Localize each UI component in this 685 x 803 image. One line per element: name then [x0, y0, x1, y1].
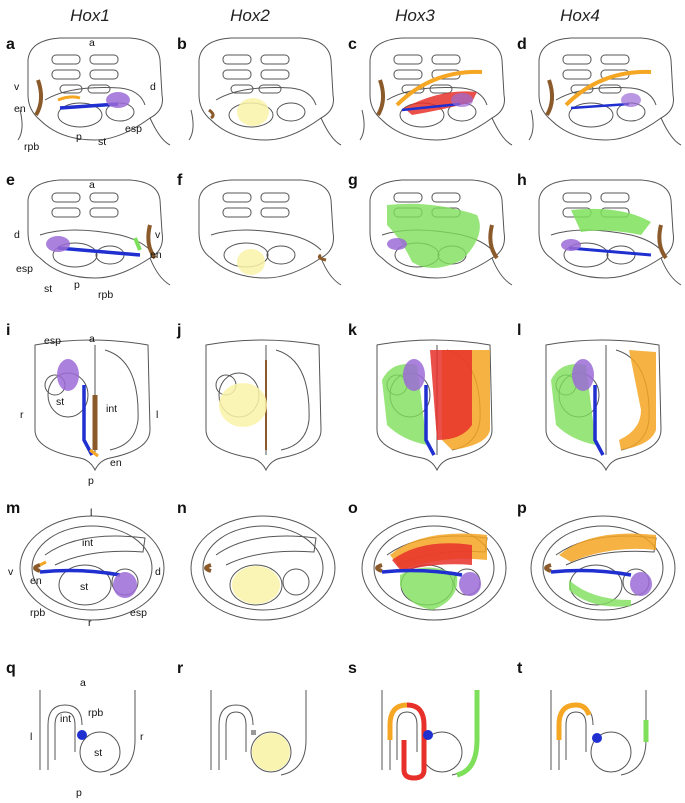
label-a-d: d: [150, 81, 156, 93]
column-title-hox2: Hox2: [230, 6, 270, 25]
panel-letter-o: o: [348, 500, 358, 517]
panel-letter-e: e: [6, 172, 15, 189]
label-i-en: en: [110, 457, 122, 469]
panel-a-diagram: [17, 37, 171, 146]
label-m-l: l: [90, 507, 92, 519]
panel-k-diagram: [376, 339, 493, 471]
panel-p-diagram: [530, 515, 676, 621]
label-m-rpb: rpb: [30, 607, 45, 619]
label-q-int: int: [60, 713, 71, 725]
panel-s-diagram: [381, 689, 480, 781]
panel-m-diagram: [19, 515, 165, 621]
panel-letter-k: k: [348, 322, 357, 339]
label-m-st: st: [80, 581, 88, 593]
label-a-en: en: [14, 103, 26, 115]
label-q-r: r: [140, 731, 144, 743]
label-q-l: l: [30, 731, 32, 743]
panel-letter-g: g: [348, 172, 358, 189]
label-e-rpb: rpb: [98, 289, 113, 301]
label-a-p: p: [76, 131, 82, 143]
label-m-d: d: [155, 566, 161, 578]
label-e-en: en: [150, 249, 162, 261]
panel-g-diagram: [369, 179, 513, 286]
panel-r-diagram: [210, 689, 307, 776]
label-e-p: p: [74, 279, 80, 291]
panel-letter-n: n: [177, 500, 187, 517]
column-title-hox3: Hox3: [395, 6, 435, 25]
label-a-rpb: rpb: [24, 141, 39, 153]
column-title-hox4: Hox4: [560, 6, 600, 25]
panel-e-diagram: [27, 179, 171, 286]
panel-h-diagram: [538, 179, 682, 286]
panel-b-diagram: [188, 37, 342, 146]
label-e-st: st: [44, 283, 52, 295]
panel-letter-l: l: [517, 322, 522, 339]
label-a-st: st: [98, 136, 106, 148]
label-m-esp: esp: [130, 607, 147, 619]
label-m-int: int: [82, 537, 93, 549]
label-i-st: st: [56, 396, 64, 408]
label-i-int: int: [106, 403, 117, 415]
label-e-a: a: [89, 179, 95, 191]
panel-c-diagram: [359, 37, 513, 146]
label-m-en: en: [30, 575, 42, 587]
panel-j-diagram: [205, 339, 322, 471]
label-i-l: l: [156, 409, 158, 421]
panel-letter-d: d: [517, 36, 527, 53]
panel-letter-m: m: [6, 500, 21, 517]
panel-letter-s: s: [348, 660, 357, 677]
panel-letter-f: f: [177, 172, 183, 189]
label-m-r: r: [88, 617, 92, 629]
panel-letter-q: q: [6, 660, 16, 677]
panel-d-diagram: [528, 37, 682, 146]
label-a-esp: esp: [125, 123, 142, 135]
panel-letter-r: r: [177, 660, 184, 677]
label-q-st: st: [94, 747, 102, 759]
label-e-d: d: [14, 229, 20, 241]
label-q-p: p: [76, 787, 82, 799]
panel-letter-j: j: [177, 322, 182, 339]
label-e-v: v: [155, 229, 161, 241]
label-i-r: r: [20, 409, 24, 421]
panel-letter-h: h: [517, 172, 527, 189]
label-i-a: a: [89, 333, 95, 345]
panel-i-diagram: [34, 339, 151, 471]
label-e-esp: esp: [16, 263, 33, 275]
panel-o-diagram: [361, 515, 507, 621]
panel-letter-i: i: [6, 322, 11, 339]
panel-letter-b: b: [177, 36, 187, 53]
label-i-esp: esp: [44, 335, 61, 347]
column-title-hox1: Hox1: [70, 6, 110, 25]
panel-q-diagram: [39, 689, 136, 776]
label-a-v: v: [14, 81, 20, 93]
label-q-rpb: rpb: [88, 707, 103, 719]
panel-letter-t: t: [517, 660, 523, 677]
panel-n-diagram: [190, 515, 336, 621]
label-q-a: a: [80, 677, 86, 689]
panel-f-diagram: [198, 179, 342, 286]
label-a-a: a: [89, 37, 95, 49]
panel-t-diagram: [550, 689, 649, 776]
panel-letter-a: a: [6, 36, 15, 53]
panel-letter-p: p: [517, 500, 527, 517]
panel-letter-c: c: [348, 36, 357, 53]
panel-l-diagram: [545, 339, 662, 471]
label-m-v: v: [8, 566, 14, 578]
label-i-p: p: [88, 475, 94, 487]
